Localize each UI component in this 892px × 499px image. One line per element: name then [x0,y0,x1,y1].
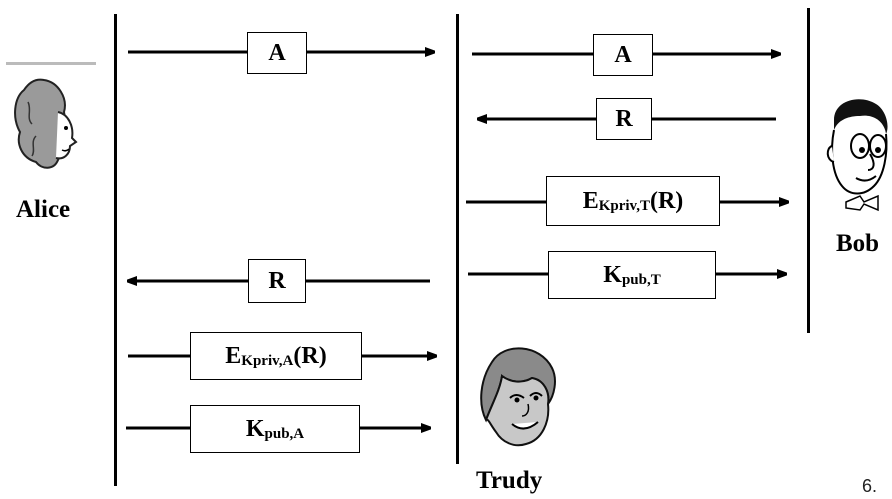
message-m2-box: A [593,34,653,76]
page-number: 6. [862,476,878,496]
trudy-avatar-icon [480,347,556,447]
alice-label: Alice [16,196,71,223]
message-m7-tail: (R) [293,342,327,369]
message-m3-label: R [615,105,633,132]
message-m4-base: E [582,187,599,214]
trudy-label: Trudy [476,467,543,494]
alice-avatar-icon [6,62,96,169]
bob-label: Bob [836,230,880,257]
message-m6-label: R [268,267,286,294]
bob-avatar-icon [826,99,888,212]
message-m5-subscript: pub,T [621,271,661,288]
bob-timeline [807,8,810,333]
message-m1-label: A [268,39,286,66]
message-m4-subscript: Kpriv,T [598,197,650,214]
message-m5-base: K [603,261,622,288]
message-m8-base: K [245,415,265,442]
message-m3-box: R [596,98,652,140]
message-m7-subscript: Kpriv,A [241,352,294,369]
alice-timeline [114,14,117,486]
trudy-timeline [456,14,459,464]
message-m6-box: R [248,259,306,303]
message-m8-subscript: pub,A [264,425,305,442]
message-m1-box: A [247,32,307,74]
message-m4-tail: (R) [649,187,684,214]
message-m7-base: E [225,342,242,369]
message-m2-label: A [614,41,632,68]
